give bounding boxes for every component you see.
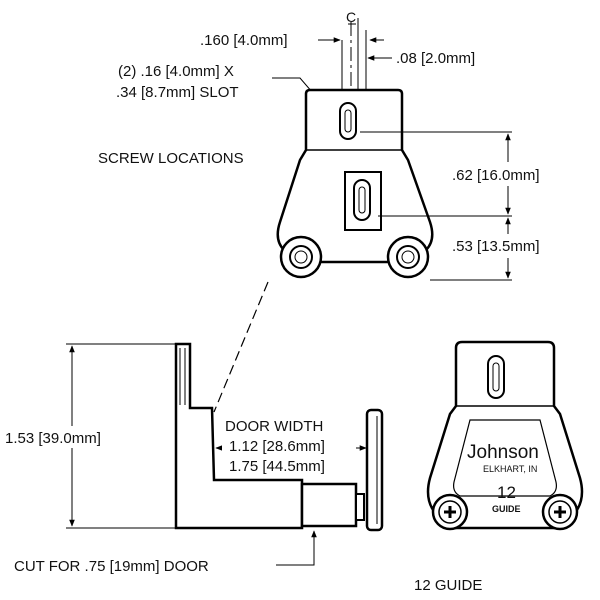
dim-160-label: .160 [4.0mm] [200,32,288,49]
slot-label-line1: (2) .16 [4.0mm] X [118,63,234,80]
left-screw-icon [431,493,469,531]
model-number: 12 [497,483,516,502]
cut-leader [276,530,317,566]
right-roller [386,235,430,279]
side-view: 1.53 [39.0mm] DOOR WIDTH 1.12 [28.6mm] 1… [4,342,384,575]
door-width-title: DOOR WIDTH [225,418,323,435]
cut-note: CUT FOR .75 [19mm] DOOR [14,558,209,575]
screw-locations-label: SCREW LOCATIONS [98,150,244,167]
dimension-62-53: .62 [16.0mm] .53 [13.5mm] [360,131,570,281]
projection-line [213,281,269,413]
model-word: GUIDE [492,504,521,514]
lower-slot-frame [344,171,382,231]
left-roller [279,235,323,279]
lower-slot [353,179,371,221]
dim-53-label: .53 [13.5mm] [452,238,540,255]
centerline-symbol: C [346,9,356,25]
upper-slot [339,102,357,140]
guide-slot [487,355,505,399]
slot-label-line2: .34 [8.7mm] SLOT [116,84,239,101]
guide-caption: 12 GUIDE [414,577,482,594]
dim-62-label: .62 [16.0mm] [452,167,540,184]
right-screw-icon [541,493,579,531]
roller-cylinder [300,482,358,528]
dim-08-label: .08 [2.0mm] [396,50,475,67]
brand-location: ELKHART, IN [483,464,537,474]
door-width-2: 1.75 [44.5mm] [229,458,325,475]
brand-logo: Johnson [467,442,539,463]
door-panel [365,408,384,532]
guide-view: Johnson ELKHART, IN 12 GUIDE 12 GUIDE [414,340,584,594]
dimension-160: .160 [4.0mm] [200,32,384,98]
height-dim-label: 1.53 [39.0mm] [5,430,101,447]
dimension-08: .08 [2.0mm] [367,50,475,67]
top-view: C .160 [4.0mm] .08 [2.0mm] (2) .16 [4.0m… [98,9,570,281]
door-width-1: 1.12 [28.6mm] [229,438,325,455]
side-bracket [174,342,304,530]
